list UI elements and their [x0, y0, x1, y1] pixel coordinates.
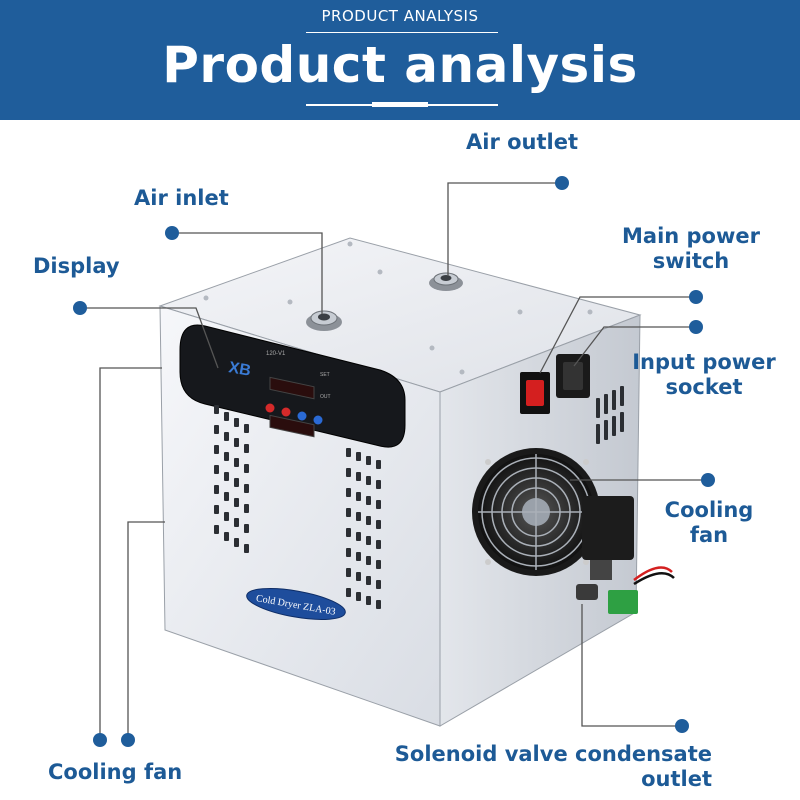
cold-dryer-illustration: XB 120-V1 SET OUT Cold Dryer ZLA-03	[73, 176, 715, 747]
label-cooling-fan-right-line2: fan	[689, 523, 729, 547]
label-cooling-fan-bottom: Cooling fan	[48, 760, 183, 784]
display-readout-1	[269, 414, 315, 438]
label-solenoid-line1: Solenoid valve condensate	[394, 742, 712, 766]
display-readout-2	[269, 376, 315, 400]
label-main-power-line1: Main power	[622, 224, 760, 248]
label-display: Display	[33, 254, 120, 278]
top-screws	[203, 241, 593, 375]
control-panel: XB 120-V1 SET OUT	[179, 324, 406, 448]
panel-button-1	[265, 403, 275, 413]
header-subtitle: PRODUCT ANALYSIS	[321, 7, 479, 25]
title-underline-accent	[372, 102, 428, 107]
label-input-power-socket: Input power socket	[626, 350, 782, 400]
label-air-outlet: Air outlet	[466, 130, 579, 154]
callout-lines	[80, 182, 708, 740]
label-input-power-line2: socket	[665, 375, 743, 399]
solenoid-valve	[576, 496, 675, 614]
power-socket	[556, 354, 590, 398]
label-cooling-fan-right: Cooling fan	[660, 498, 758, 548]
panel-side-label-2: OUT	[320, 394, 331, 400]
power-switch	[520, 372, 550, 414]
callout-dots	[73, 176, 715, 747]
label-main-power-line2: switch	[652, 249, 730, 273]
front-vents-left	[214, 405, 249, 553]
panel-button-3	[297, 411, 307, 421]
front-vents-right	[346, 448, 381, 609]
panel-side-label-1: SET	[320, 372, 330, 378]
panel-button-2	[281, 407, 291, 417]
panel-button-4	[313, 415, 323, 425]
label-solenoid-line2: outlet	[641, 767, 712, 791]
panel-label: 120-V1	[266, 351, 286, 357]
label-main-power-switch: Main power switch	[616, 224, 766, 274]
header-divider	[306, 32, 498, 33]
page-title: Product analysis	[162, 36, 638, 94]
brand-logo: XB	[227, 359, 252, 380]
label-cooling-fan-right-line1: Cooling	[664, 498, 754, 522]
air-outlet-fitting	[429, 272, 463, 291]
label-input-power-line1: Input power	[632, 350, 776, 374]
cooling-fan	[472, 448, 600, 576]
air-inlet-fitting	[306, 310, 342, 331]
side-vents	[596, 386, 624, 444]
header-banner	[0, 0, 800, 120]
label-air-inlet: Air inlet	[134, 186, 229, 210]
label-solenoid-valve: Solenoid valve condensate outlet	[380, 742, 712, 792]
